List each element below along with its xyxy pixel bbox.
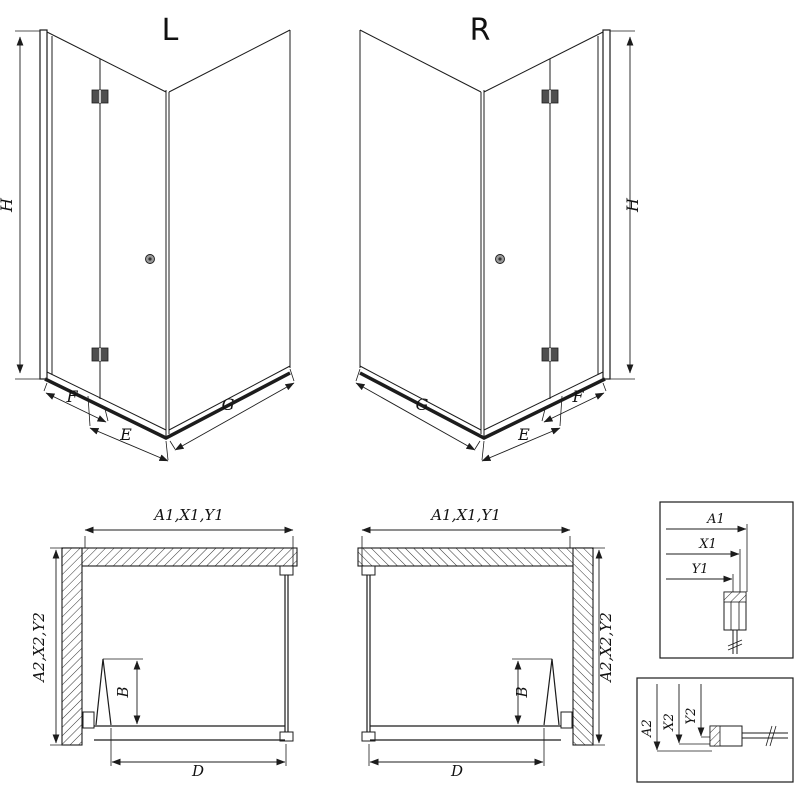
detail-width-profile-inner xyxy=(730,602,740,630)
dim-label-G-left: G xyxy=(222,395,235,414)
detail-view-width: A1 X1 Y1 xyxy=(659,501,794,659)
iso-view-left-labels: L H F E G xyxy=(0,13,235,444)
dim-label-width-plan-right: A1,X1,Y1 xyxy=(429,506,501,524)
door-wall-line xyxy=(94,725,285,741)
wall-profile xyxy=(39,29,48,380)
panel-bracket-bottom xyxy=(279,731,294,742)
detail-depth-glass xyxy=(742,732,788,739)
door-pivot-profile xyxy=(82,711,95,729)
dim-extension-A1 xyxy=(84,536,294,566)
panel-bracket-top xyxy=(279,565,294,576)
glass-panels-outline xyxy=(46,29,291,436)
door-knob-center xyxy=(148,257,152,261)
detail-depth-glass-break xyxy=(765,725,777,747)
detail-label-Y1: Y1 xyxy=(692,562,709,577)
dim-extension-D xyxy=(110,728,287,766)
dim-label-B-plan-right: B xyxy=(513,686,531,698)
dim-label-F-right: F xyxy=(571,387,584,406)
dim-extension-A2 xyxy=(50,547,62,746)
dim-label-height-left: H xyxy=(0,197,16,213)
dim-label-depth-plan-right: A2,X2,Y2 xyxy=(597,612,615,684)
dim-label-height-right: H xyxy=(623,197,642,213)
iso-view-right-geometry xyxy=(356,30,635,461)
view-label-left: L xyxy=(162,13,179,48)
dim-label-depth-plan-left: A2,X2,Y2 xyxy=(30,612,48,684)
dim-label-width-plan-left: A1,X1,Y1 xyxy=(152,506,224,524)
dim-label-F-left: F xyxy=(65,387,78,406)
plan-view-right-labels: A1,X1,Y1 A2,X2,Y2 B D xyxy=(429,506,615,780)
plan-view-geometry xyxy=(50,526,298,766)
dim-line-front-F xyxy=(45,392,107,423)
dim-label-G-right: G xyxy=(416,395,429,414)
dim-label-E-left: E xyxy=(119,425,132,444)
iso-enclosure-geometry xyxy=(15,29,295,462)
dim-label-E-right: E xyxy=(517,425,530,444)
wall-hatch-top xyxy=(61,547,298,567)
detail-label-A2: A2 xyxy=(640,719,655,738)
dim-label-D-plan-right: D xyxy=(450,762,463,780)
detail-width-glass-break xyxy=(727,639,743,651)
detail-width-profile-hatch xyxy=(723,591,747,603)
dim-line-front-E xyxy=(89,427,169,462)
dim-line-side-G xyxy=(174,382,295,451)
wall-hatch-side xyxy=(61,547,83,746)
detail-depth-profile-hatch xyxy=(709,725,721,747)
detail-label-X1: X1 xyxy=(698,537,717,552)
plan-view-right-geometry xyxy=(358,530,605,766)
dim-label-D-plan-left: D xyxy=(191,762,204,780)
iso-view-right-labels: R H F E G xyxy=(416,13,642,444)
view-label-right: R xyxy=(470,13,491,48)
detail-width-frame xyxy=(659,501,794,659)
detail-view-depth: A2 X2 Y2 xyxy=(636,677,794,783)
dim-extension-height xyxy=(15,30,40,380)
detail-label-A1: A1 xyxy=(706,512,725,527)
glass-side-panel-plan xyxy=(284,566,289,740)
detail-label-X2: X2 xyxy=(662,713,677,732)
dim-label-B-plan-left: B xyxy=(114,686,132,698)
folded-door-plan xyxy=(95,658,112,726)
detail-label-Y2: Y2 xyxy=(684,708,699,725)
dim-extension-side-G xyxy=(169,368,295,450)
plan-view-left-labels: A1,X1,Y1 A2,X2,Y2 B D xyxy=(30,506,224,780)
